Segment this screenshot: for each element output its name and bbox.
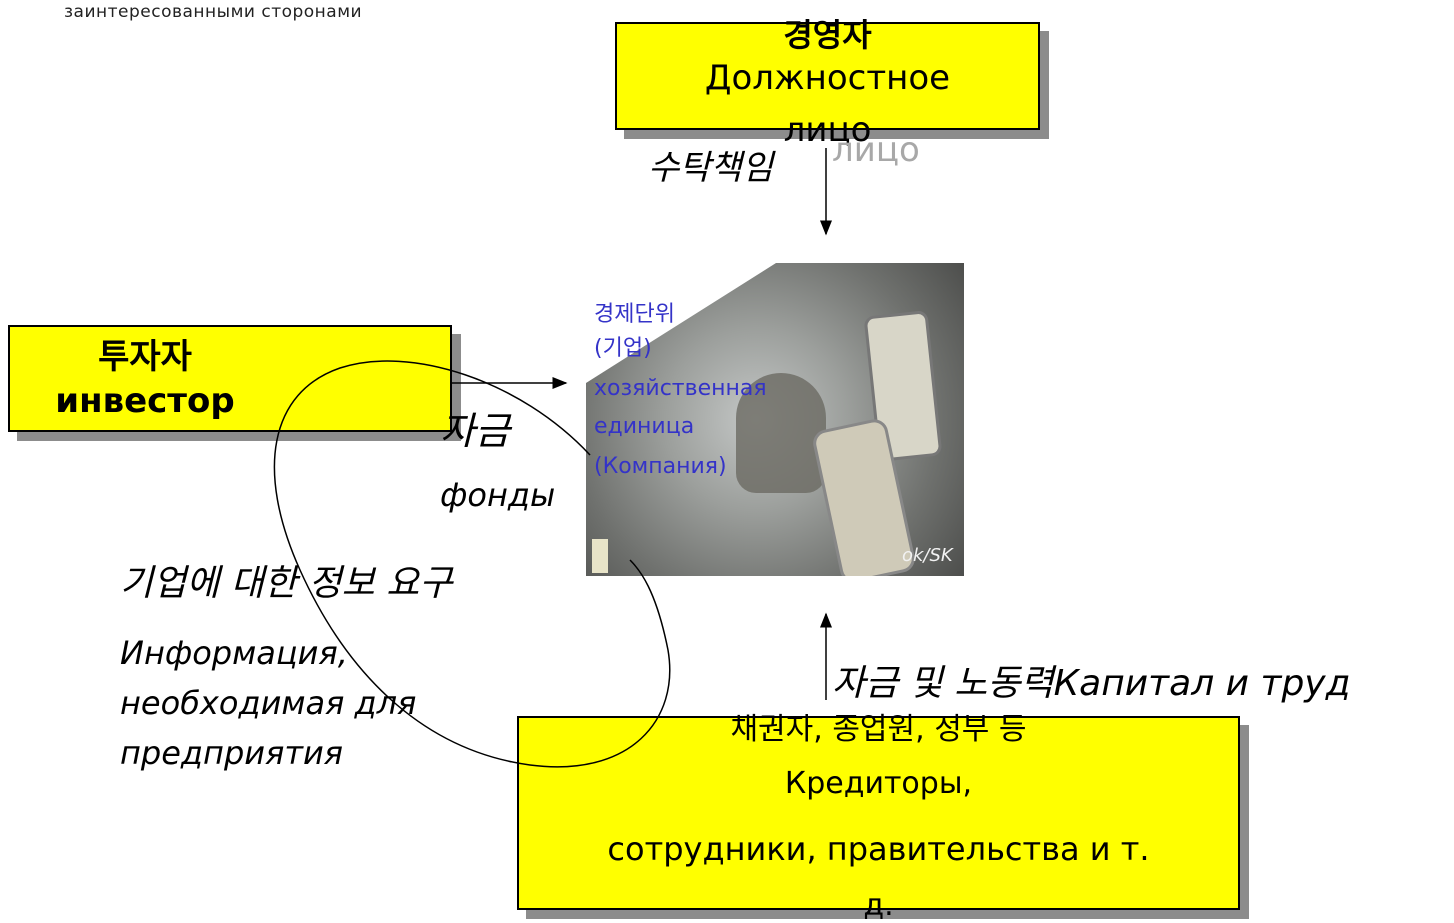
- manager-label-ru-2: лицо: [783, 110, 872, 150]
- funds-label-ko: 자금: [440, 409, 510, 453]
- flow-arrows: [273, 148, 832, 768]
- entity-label-ru-paren: (Компания): [594, 454, 727, 479]
- manager-label-ru-1: Должностное: [704, 58, 951, 98]
- entity-label-ko-paren: (기업): [594, 336, 652, 361]
- manager-box: 경영자 Должностное лицо: [615, 16, 1040, 150]
- brand-logo: ok/SK: [902, 545, 953, 566]
- top-caption: заинтересованными сторонами: [64, 2, 363, 22]
- manager-label-ko: 경영자: [783, 16, 872, 54]
- info-label-ko: 기업에 대한 정보 요구: [120, 563, 453, 604]
- info-label-ru-1: Информация,: [120, 634, 348, 672]
- labor-label: 자금 및 노동력Капитал и труд: [832, 663, 1351, 704]
- funds-label-ru: фонды: [440, 476, 556, 514]
- creditor-label-ru-2: сотрудники, правительства и т.: [607, 830, 1150, 868]
- investor-label-ko: 투자자: [98, 337, 192, 377]
- photo-decoration: [592, 539, 608, 573]
- trust-label: 수탁책임: [648, 148, 774, 188]
- entity-label-ru-2: единица: [594, 414, 695, 439]
- company-photo: ok/SK: [586, 263, 964, 576]
- info-label-ru-2: необходимая для: [120, 684, 417, 722]
- investor-label-ru: инвестор: [55, 381, 235, 421]
- investor-box: 투자자 инвестор: [8, 325, 452, 432]
- photo-corner: [586, 263, 776, 383]
- manager-label-shadow: лицо: [832, 130, 920, 170]
- info-label-ru-3: предприятия: [120, 734, 344, 772]
- entity-label-ru-1: хозяйственная: [594, 376, 767, 401]
- photo-person: [736, 373, 826, 493]
- creditor-label-ru-1: Кредиторы,: [784, 766, 973, 801]
- entity-label-ko: 경제단위: [594, 302, 675, 327]
- info-loop-curve: [273, 360, 671, 768]
- creditor-label-ko: 채권자, 종업원, 정부 등: [730, 712, 1027, 747]
